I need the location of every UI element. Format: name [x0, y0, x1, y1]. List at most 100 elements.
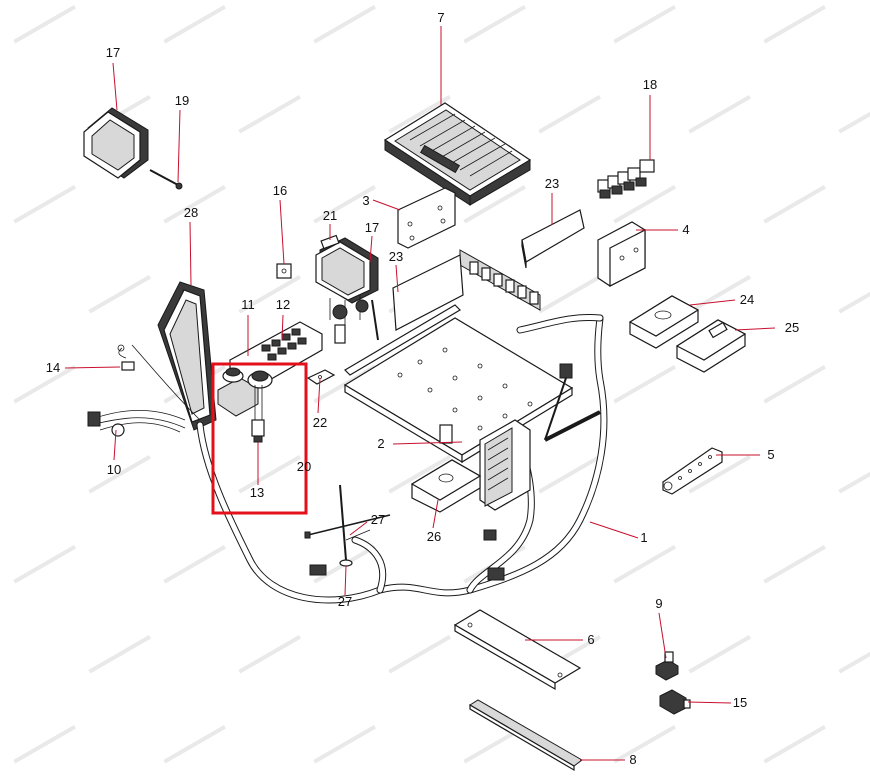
watermark-mark — [163, 545, 226, 584]
part-work-lamp-center — [315, 234, 379, 344]
label-part-17-center: 17 — [365, 220, 379, 235]
label-part-12: 12 — [276, 297, 290, 312]
label-part-25: 25 — [785, 320, 799, 335]
watermark-mark — [838, 95, 870, 134]
watermark-mark — [763, 185, 826, 224]
watermark-mark — [238, 95, 301, 134]
label-part-5: 5 — [767, 447, 774, 462]
watermark-mark — [388, 635, 451, 674]
part-bolt — [149, 169, 183, 190]
watermark-mark — [613, 545, 676, 584]
part-bracket-4 — [597, 221, 646, 287]
part-strip-5 — [662, 447, 723, 495]
part-plate-26 — [410, 459, 482, 513]
watermark-mark — [838, 454, 870, 494]
watermark-mark — [613, 185, 676, 224]
watermark-mark — [688, 635, 751, 674]
watermark-mark — [613, 5, 676, 44]
watermark-mark — [688, 95, 751, 134]
label-part-6: 6 — [587, 632, 594, 647]
part-toggle-switch — [655, 651, 679, 681]
highlight-box — [211, 362, 308, 515]
watermark-mark — [88, 635, 151, 674]
watermark-mark — [838, 635, 870, 674]
watermark-mark — [613, 725, 676, 764]
watermark-mark — [238, 274, 301, 314]
label-part-14: 14 — [46, 360, 60, 375]
label-part-19: 19 — [175, 93, 189, 108]
watermark-mark — [13, 545, 76, 584]
label-part-24: 24 — [740, 292, 754, 307]
watermark-mark — [538, 274, 601, 314]
watermark-mark — [763, 5, 826, 44]
watermark-mark — [463, 185, 526, 224]
part-connector-14 — [117, 344, 135, 371]
label-part-20: 20 — [297, 459, 311, 474]
label-part-23-left: 23 — [389, 249, 403, 264]
label-part-27-upper: 27 — [371, 512, 385, 527]
part-rotary-switch — [217, 367, 273, 443]
watermark-mark — [388, 95, 451, 134]
label-part-2: 2 — [377, 436, 384, 451]
watermark-mark — [688, 454, 751, 494]
watermark-mark — [538, 95, 601, 134]
part-clip-22 — [306, 369, 336, 385]
label-part-4: 4 — [682, 222, 689, 237]
watermark-mark — [13, 185, 76, 224]
part-relays — [597, 159, 655, 199]
label-part-26: 26 — [427, 529, 441, 544]
part-plate-23-right — [521, 209, 585, 269]
part-plate-25 — [675, 319, 747, 373]
leader-lines — [64, 26, 776, 761]
watermark-mark — [838, 274, 870, 314]
label-part-11: 11 — [241, 297, 255, 312]
watermark-mark — [238, 454, 301, 494]
part-bracket-3 — [397, 187, 456, 249]
watermark-mark — [463, 725, 526, 764]
part-plate-23-left — [392, 254, 464, 331]
part-rail-8 — [469, 699, 583, 772]
part-ecu-controller — [383, 102, 532, 206]
watermark-mark — [238, 635, 301, 674]
label-part-22: 22 — [313, 415, 327, 430]
label-part-17-top: 17 — [106, 45, 120, 60]
watermark-mark — [13, 5, 76, 44]
callout-labels: 7 17 19 18 3 23 4 16 28 21 17 23 24 25 1… — [46, 10, 799, 767]
watermark-mark — [613, 364, 676, 404]
watermark-mark — [313, 725, 376, 764]
part-main-harness — [196, 313, 608, 604]
label-part-28: 28 — [184, 205, 198, 220]
part-plate-24 — [628, 295, 700, 349]
label-part-8: 8 — [629, 752, 636, 767]
watermark-mark — [313, 4, 376, 44]
label-part-10: 10 — [107, 462, 121, 477]
part-work-lamp-top — [83, 107, 149, 179]
label-part-15: 15 — [733, 695, 747, 710]
label-part-1: 1 — [640, 530, 647, 545]
watermark-mark — [163, 185, 226, 224]
watermark-mark — [163, 5, 226, 44]
label-part-21: 21 — [323, 208, 337, 223]
watermark-mark — [313, 185, 376, 224]
label-part-13: 13 — [250, 485, 264, 500]
watermark-mark — [388, 454, 451, 494]
label-part-7: 7 — [437, 10, 444, 25]
label-part-18: 18 — [643, 77, 657, 92]
watermark-mark — [763, 545, 826, 584]
watermark-mark — [88, 454, 151, 494]
watermark-mark — [163, 725, 226, 764]
watermark-mark — [13, 364, 76, 404]
label-part-27-lower: 27 — [338, 594, 352, 609]
part-cable-tie — [304, 514, 391, 539]
part-display-monitor — [157, 281, 217, 431]
part-plug-harness — [87, 344, 201, 437]
part-rocker-switch — [659, 689, 691, 715]
watermark-mark — [88, 274, 151, 314]
watermark-mark — [763, 364, 826, 404]
label-part-9: 9 — [655, 596, 662, 611]
part-plate-6 — [453, 609, 582, 691]
label-part-23-right: 23 — [545, 176, 559, 191]
watermark-mark — [538, 454, 601, 494]
watermark-mark — [763, 725, 826, 764]
